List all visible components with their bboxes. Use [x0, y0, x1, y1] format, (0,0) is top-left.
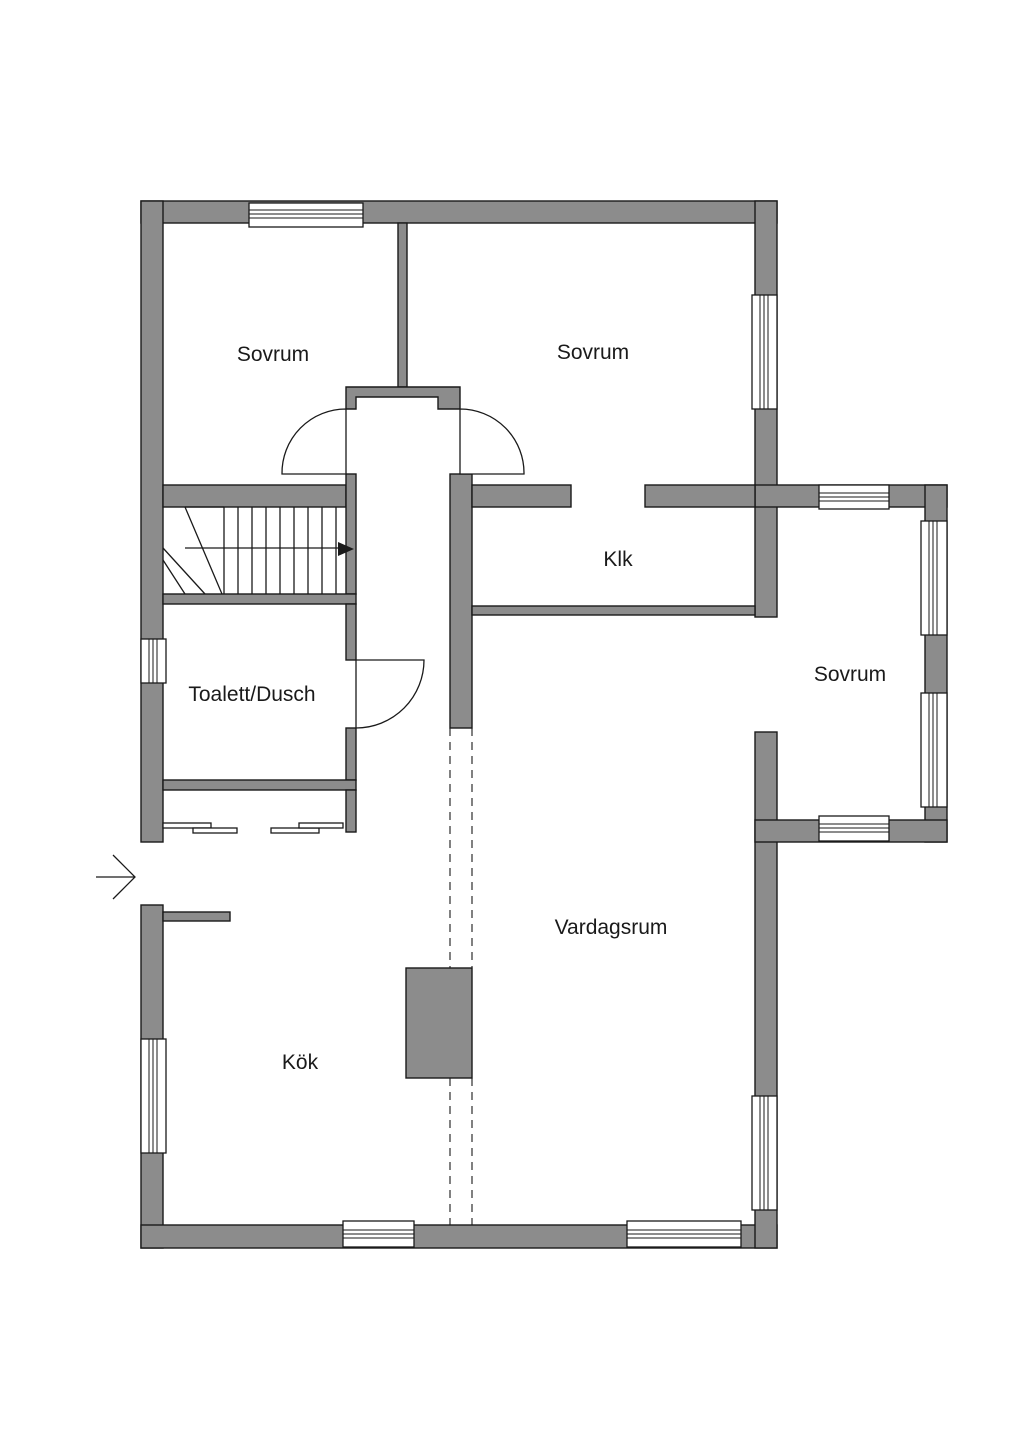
room-label-vardagsrum: Vardagsrum [555, 916, 668, 939]
door-sovrum-left [281, 408, 347, 475]
window-east-top [818, 484, 890, 510]
window-east-right-upper [920, 520, 948, 636]
staircase [162, 506, 354, 595]
room-label-toalett-dusch: Toalett/Dusch [188, 683, 315, 706]
arrow-right-icon [96, 854, 136, 900]
room-label-sovrum-1: Sovrum [237, 343, 309, 366]
room-label-sovrum-2: Sovrum [557, 341, 629, 364]
window-right-sovrum [751, 294, 778, 410]
window-east-right-lower [920, 692, 948, 808]
interior-walls [162, 222, 756, 1079]
window-kitchen-left [140, 1038, 167, 1154]
room-label-klk: Klk [603, 548, 633, 571]
window-top-sovrum [248, 202, 364, 228]
window-living-right [751, 1095, 778, 1211]
windows [140, 202, 948, 1248]
closet-sliding-doors [162, 822, 344, 834]
door-toilet [355, 659, 425, 729]
stair-arrow-icon [338, 542, 354, 556]
window-east-bottom [818, 815, 890, 842]
room-label-sovrum-3: Sovrum [814, 663, 886, 686]
door-sovrum-right [459, 408, 525, 475]
window-toilet [140, 638, 167, 684]
open-boundary [449, 728, 473, 1225]
window-kitchen-bottom [342, 1220, 415, 1248]
window-living-bottom [626, 1220, 742, 1248]
doors [162, 408, 525, 834]
room-label-kok: Kök [282, 1051, 319, 1074]
